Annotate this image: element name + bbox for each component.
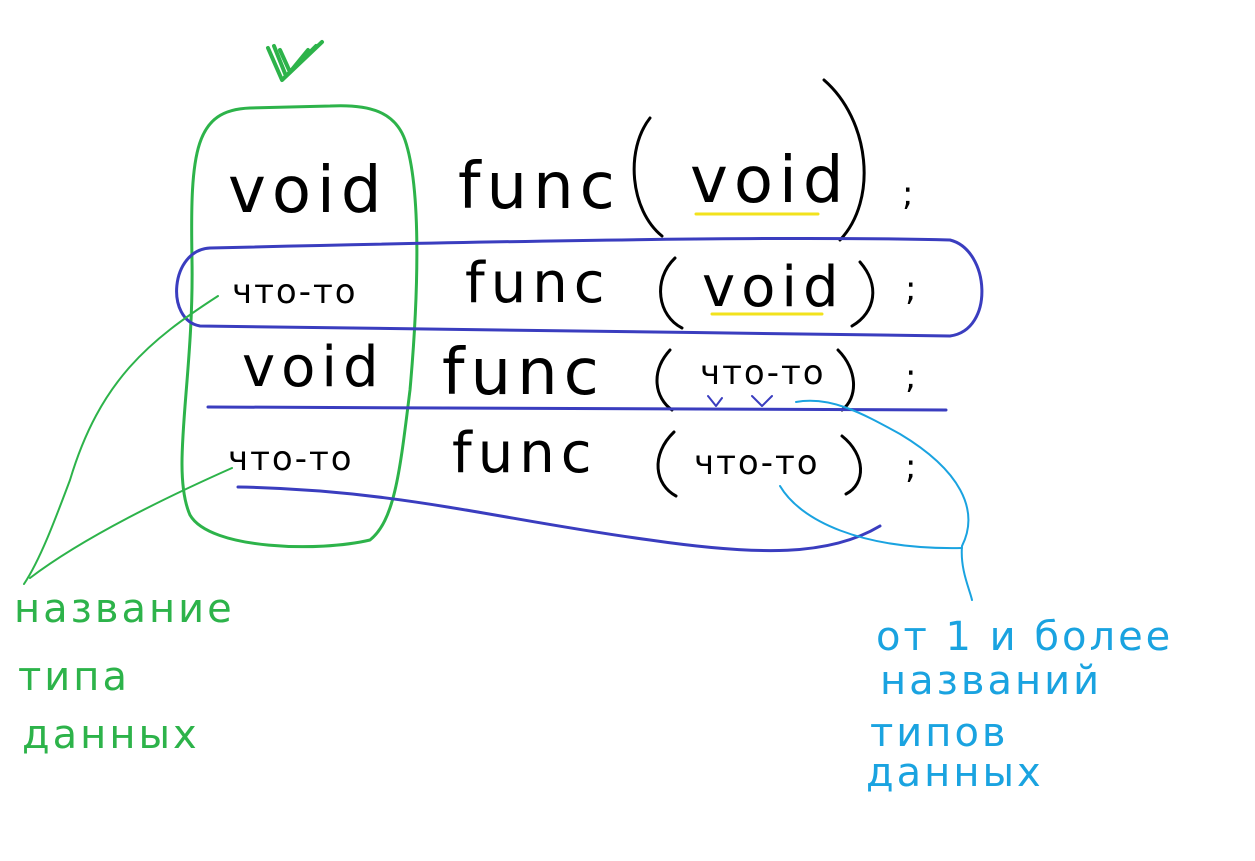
row-1-func-name: func [458,150,621,224]
row-3-semicolon: ; [905,357,918,397]
left-note-line-1: название [14,586,235,632]
check-mark-icon [266,40,324,82]
row-4-func-name: func [452,421,598,486]
row-3-open-paren [655,348,674,412]
row-3-param-squiggle [707,395,773,407]
row-4: что-то func что-то ; [228,421,918,498]
row-2-return-type: что-то [232,272,358,312]
row-1-param: void [690,144,849,218]
row-3-func-name: func [442,336,605,410]
row-1-return-type: void [228,154,387,228]
row-2-func-name: func [465,251,611,316]
row-3-return-type: void [242,335,385,400]
row-2-close-paren [850,260,875,328]
right-note: от 1 и более названий типов данных [866,614,1173,796]
left-note-line-2: типа [18,654,130,700]
row-1-open-paren [632,116,664,238]
right-note-line-3: типов [870,710,1009,756]
row-separator-line [206,405,948,412]
row-4-close-paren [840,434,862,496]
row-4-underline [236,485,882,553]
right-note-pointer-2 [779,485,963,550]
row-4-param: что-то [694,443,820,483]
return-type-frame [180,104,419,549]
left-note-line-3: данных [22,712,200,758]
row-3-close-paren [836,348,855,412]
right-note-line-2: названий [880,658,1102,704]
right-note-line-4: данных [866,750,1044,796]
row-2-highlight-outline [175,236,984,338]
row-3-param: что-то [700,353,826,393]
row-1: void func void ; [228,78,915,242]
right-note-line-1: от 1 и более [876,614,1173,660]
left-note-pointer-1 [23,295,219,585]
row-2-open-paren [659,256,684,330]
row-4-semicolon: ; [905,447,918,487]
left-note: название типа данных [14,586,235,758]
right-note-pointer-1 [795,399,973,601]
row-2-param: void [702,255,845,320]
row-1-semicolon: ; [902,174,915,214]
row-2-semicolon: ; [905,269,918,309]
row-3: void func что-то ; [242,335,918,412]
row-4-open-paren [656,430,678,498]
row-1-close-paren [822,78,866,242]
left-note-pointer-2 [29,467,233,579]
row-2: что-то func void ; [232,251,918,330]
row-4-return-type: что-то [228,439,354,479]
